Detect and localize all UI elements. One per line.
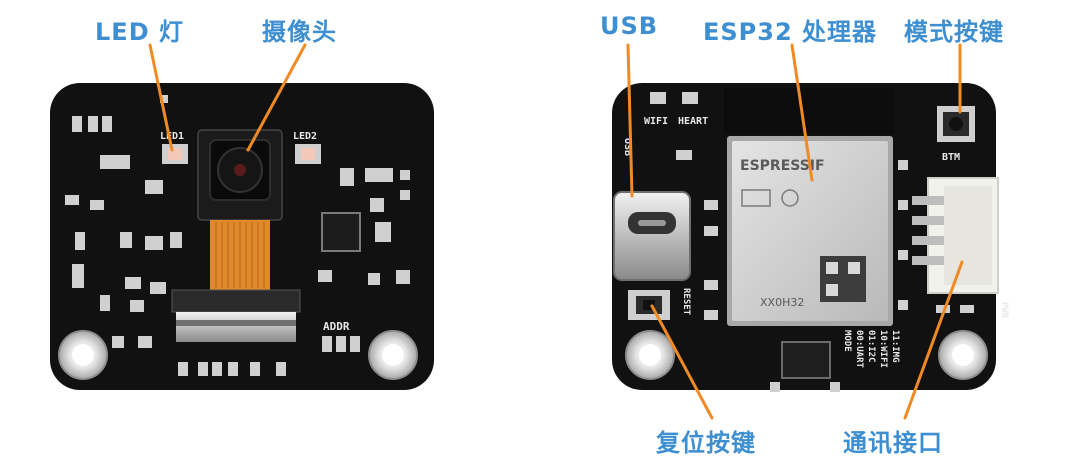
led1 [162,144,188,164]
reset-button [628,290,670,320]
usb-c-connector [613,191,691,281]
leader-comm-port [903,260,964,420]
silk-pwr: PWR [999,302,1009,319]
module-brand: ESPRESSIF [740,158,825,174]
silk-wifi: WIFI [644,116,668,127]
mode-table: MODE 00:UART 01:I2C 10:WIFI 11:IMG [842,330,900,369]
silk-usb: USB [622,138,633,156]
label-led: LED 灯 [95,18,184,46]
camera-board: LED1 LED2 ADDR [50,83,434,390]
fpc-connector [171,289,301,342]
antenna-area [724,88,894,134]
silk-led2: LED2 [293,131,317,142]
silk-led1: LED1 [160,131,184,142]
label-camera: 摄像头 [262,18,337,46]
silk-mode-1: 01:I2C [866,330,876,363]
label-usb: USB [600,12,659,40]
mount-hole-left [58,330,108,380]
mount-hole-left-esp [625,330,675,380]
silk-reset: RESET [681,288,691,316]
leader-esp32 [790,43,814,182]
silk-mode-0: 00:UART [854,330,864,369]
silk-mode-title: MODE [842,330,852,352]
module-model: XX0H32 [760,296,804,309]
camera-fpc-ribbon [210,220,270,290]
comm-connector [912,177,999,294]
passive-components [65,95,410,376]
leader-camera [246,43,307,152]
bottom-chip [781,341,831,379]
qfn-chip [321,212,361,252]
label-mode-button: 模式按键 [904,18,1004,46]
silk-btm: BTM [942,152,960,163]
mount-hole-right [368,330,418,380]
mount-hole-right-esp [938,330,988,380]
silk-mode-2: 10:WIFI [878,330,888,368]
led2 [295,144,321,164]
label-comm-port: 通讯接口 [843,429,943,457]
status-leds [650,92,698,104]
leader-usb [626,43,634,198]
label-reset-button: 复位按键 [656,429,756,457]
silk-heart: HEART [678,116,708,127]
leader-lines [148,43,964,420]
esp-passive-components [676,150,908,392]
esp32-module: ESPRESSIF XX0H32 [727,136,893,326]
camera-module [197,129,283,221]
leader-reset-button [650,304,714,420]
mode-button [937,106,975,142]
silk-mode-3: 11:IMG [890,330,900,363]
esp32-board: ESPRESSIF XX0H32 USB WIFI HEART [612,83,1009,392]
label-esp32: ESP32 处理器 [703,18,878,46]
leader-led [148,43,174,152]
silk-addr: ADDR [323,320,350,333]
